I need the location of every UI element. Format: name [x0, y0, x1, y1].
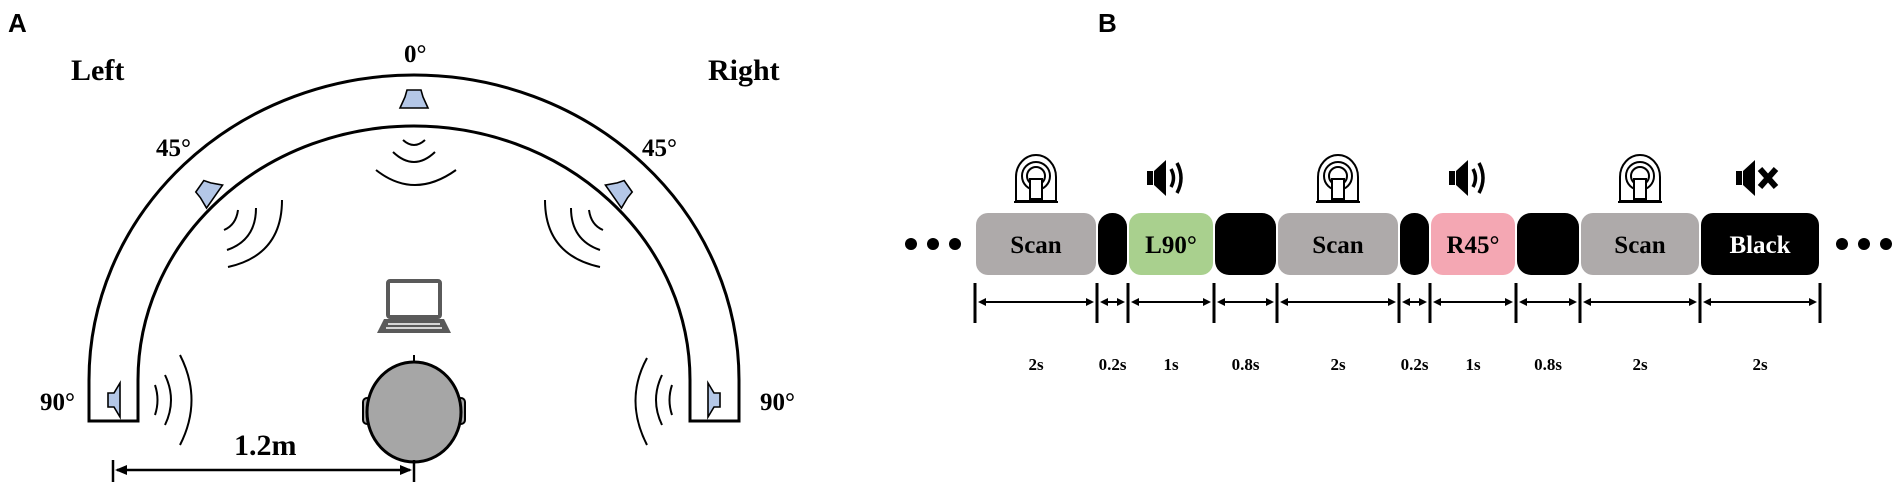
block-scan: Scan — [1278, 213, 1398, 275]
block-label: L90° — [1145, 232, 1197, 259]
angle-45-right-label: 45° — [642, 135, 677, 162]
mri-scanner-icon — [1618, 154, 1662, 203]
block-label: Scan — [1614, 232, 1666, 259]
duration-label: 0.2s — [1099, 355, 1127, 374]
duration-arrow — [1280, 298, 1396, 306]
speaker-0-icon — [398, 89, 430, 109]
duration-arrow — [1402, 298, 1427, 306]
duration-arrow — [1217, 298, 1274, 306]
duration-label: 1s — [1163, 355, 1179, 374]
duration-arrow — [1131, 298, 1211, 306]
block-blank — [1400, 213, 1429, 275]
sound-waves — [154, 139, 673, 446]
speaker-icon — [1449, 160, 1485, 196]
speaker-45-right-icon — [604, 179, 634, 210]
mri-scanner-icon — [1014, 154, 1058, 203]
duration-label: 1s — [1465, 355, 1481, 374]
block-label: Scan — [1010, 232, 1062, 259]
block-black: Black — [1701, 213, 1819, 275]
block-scan: Scan — [1581, 213, 1699, 275]
duration-arrow — [1433, 298, 1513, 306]
panel-a: A Left Right 0° 45° 45° 90° 90° — [8, 8, 795, 482]
distance-arrow — [111, 460, 416, 482]
speaker-icon — [1147, 160, 1183, 196]
block-blank — [1098, 213, 1127, 275]
duration-label: 2s — [1330, 355, 1346, 374]
block-right: R45° — [1431, 213, 1515, 275]
duration-arrow — [978, 298, 1094, 306]
angle-90-right-label: 90° — [760, 389, 795, 416]
right-label: Right — [708, 54, 780, 87]
duration-arrow — [1519, 298, 1577, 306]
panel-b: B Scan L90° Scan R45° Scan Black 2s 0.2s 1s 0.8s… — [905, 8, 1892, 374]
panel-a-label: A — [8, 8, 27, 38]
block-label: Black — [1729, 232, 1790, 259]
panel-b-label: B — [1098, 8, 1117, 38]
block-label: Scan — [1312, 232, 1364, 259]
speaker-arch — [87, 73, 741, 423]
block-scan: Scan — [976, 213, 1096, 275]
block-blank — [1215, 213, 1276, 275]
mute-icon — [1736, 160, 1779, 196]
distance-label: 1.2m — [234, 429, 297, 462]
duration-arrow — [1583, 298, 1697, 306]
duration-label: 2s — [1632, 355, 1648, 374]
duration-label: 0.2s — [1401, 355, 1429, 374]
ellipsis-left — [905, 238, 961, 250]
mri-scanner-icon — [1316, 154, 1360, 203]
block-left: L90° — [1129, 213, 1213, 275]
block-blank — [1517, 213, 1579, 275]
block-label: R45° — [1446, 232, 1499, 259]
left-label: Left — [71, 54, 124, 87]
duration-label: 2s — [1752, 355, 1768, 374]
head-icon — [362, 355, 466, 464]
angle-45-left-label: 45° — [156, 135, 191, 162]
duration-label: 0.8s — [1232, 355, 1260, 374]
duration-arrow — [1100, 298, 1125, 306]
speaker-90-left-icon — [107, 380, 121, 420]
laptop-icon — [377, 279, 451, 333]
duration-label: 2s — [1028, 355, 1044, 374]
duration-label: 0.8s — [1534, 355, 1562, 374]
duration-arrow — [1703, 298, 1817, 306]
angle-90-left-label: 90° — [40, 389, 75, 416]
speaker-45-left-icon — [194, 179, 224, 210]
ellipsis-right — [1836, 238, 1892, 250]
angle-0-label: 0° — [404, 41, 427, 68]
speaker-90-right-icon — [707, 380, 721, 420]
